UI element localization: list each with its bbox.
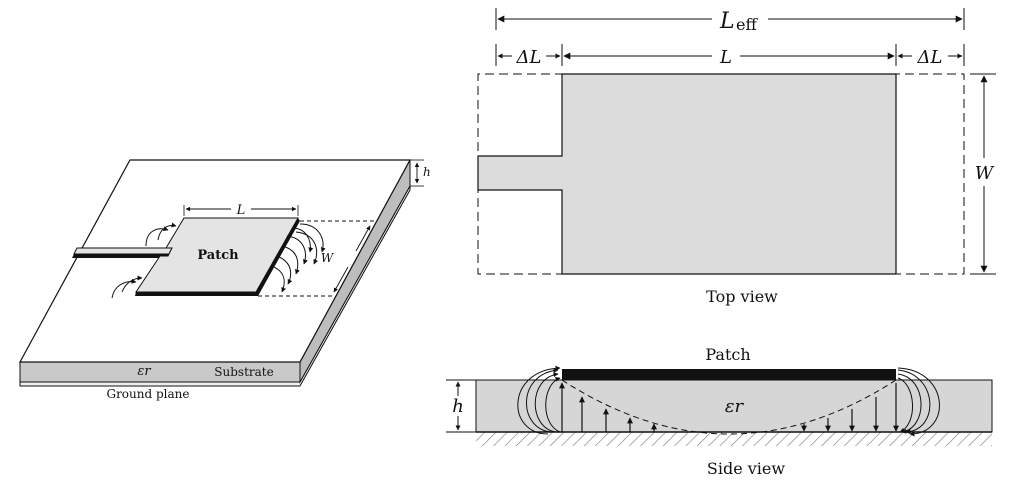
top-view-caption: Top view bbox=[706, 287, 778, 306]
delta-l-left-label: ΔL bbox=[516, 47, 542, 68]
side-view-height-dimension: h bbox=[446, 379, 476, 433]
feed-line bbox=[72, 247, 173, 258]
fringe-field-arcs-feed bbox=[111, 222, 177, 299]
top-view-length-label: L bbox=[719, 47, 732, 68]
right-fringe-loops bbox=[897, 367, 940, 437]
perspective-width-label: W bbox=[321, 251, 335, 265]
field-distribution-curve bbox=[561, 379, 897, 435]
perspective-height-label: h bbox=[423, 165, 431, 179]
side-view-patch bbox=[562, 369, 896, 380]
perspective-length-dimension: L bbox=[183, 203, 299, 218]
side-view-caption: Side view bbox=[707, 459, 786, 478]
left-fringe-loops bbox=[517, 365, 561, 435]
side-view-height-label: h bbox=[452, 396, 464, 417]
effective-length-outline bbox=[477, 73, 965, 275]
perspective-permittivity-label: εr bbox=[137, 364, 151, 379]
top-view-width-dimension: W bbox=[970, 73, 996, 275]
top-view-patch bbox=[477, 73, 897, 275]
perspective-length-label: L bbox=[236, 203, 246, 218]
side-view: h Patch εr Side view bbox=[446, 345, 993, 478]
top-view-width-label: W bbox=[975, 163, 995, 184]
ground-plane-label: Ground plane bbox=[106, 387, 189, 401]
top-view: L eff ΔL L ΔL W Top view bbox=[477, 8, 996, 306]
ground-hatching bbox=[476, 432, 992, 446]
perspective-height-dimension: h bbox=[410, 159, 431, 187]
perspective-view: L W h Patch εr Substrate Ground plane bbox=[18, 159, 431, 401]
e-field-arrows bbox=[559, 382, 899, 432]
substrate-label: Substrate bbox=[214, 365, 273, 379]
patch-element bbox=[135, 217, 300, 296]
side-view-patch-label: Patch bbox=[705, 345, 750, 364]
side-view-permittivity-label: εr bbox=[725, 396, 745, 417]
fringe-field-arcs bbox=[271, 223, 326, 293]
perspective-width-dimension: W bbox=[258, 220, 374, 297]
delta-l-right-label: ΔL bbox=[917, 47, 943, 68]
segment-dimensions: ΔL L ΔL bbox=[495, 44, 965, 68]
leff-subscript: eff bbox=[736, 15, 758, 34]
leff-dimension: L eff bbox=[495, 8, 965, 34]
perspective-patch-label: Patch bbox=[197, 248, 239, 263]
leff-label: L bbox=[719, 9, 735, 34]
